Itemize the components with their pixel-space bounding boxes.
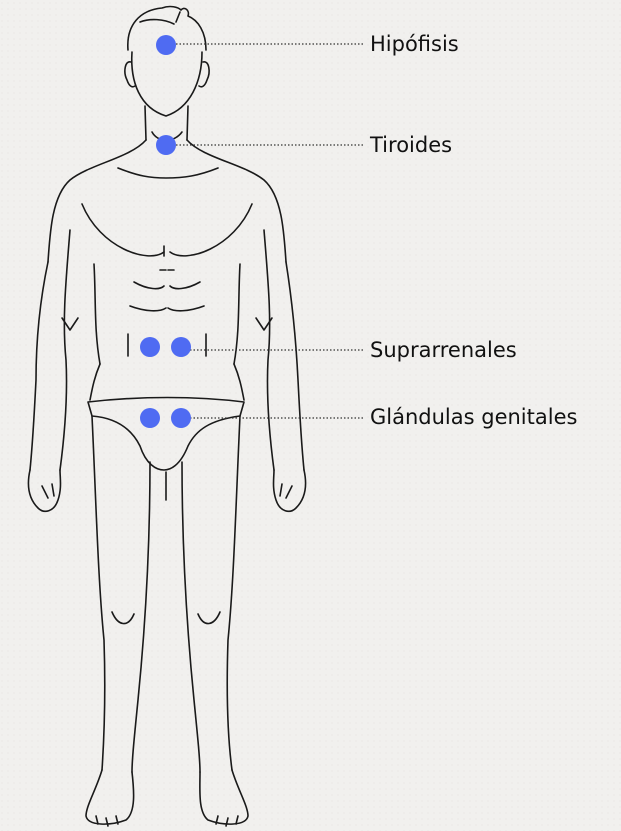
suprarrenal-marker-left [140,337,160,357]
tiroides-marker [156,135,176,155]
hipofisis-marker [156,35,176,55]
genital-marker-right [171,408,191,428]
label-glandulas-genitales: Glándulas genitales [370,404,577,430]
label-suprarrenales: Suprarrenales [370,337,517,363]
label-tiroides: Tiroides [370,132,452,158]
genital-marker-left [140,408,160,428]
suprarrenal-marker-right [171,337,191,357]
label-hipofisis: Hipófisis [370,31,459,57]
